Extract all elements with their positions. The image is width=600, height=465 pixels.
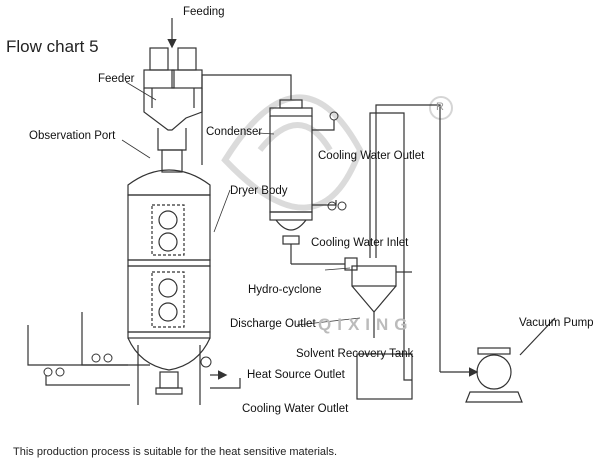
- label-cooling-water-inlet: Cooling Water Inlet: [311, 237, 409, 249]
- label-solvent-recovery-tank: Solvent Recovery Tank: [296, 348, 414, 360]
- label-heat-source-outlet: Heat Source Outlet: [247, 369, 345, 381]
- watermark-brand: QIXING: [318, 315, 414, 334]
- label-observation-port: Observation Port: [29, 130, 116, 142]
- piping: [27, 74, 556, 389]
- label-feeding: Feeding: [183, 6, 225, 18]
- leader-lines: [121, 81, 361, 326]
- label-hydro-cyclone: Hydro-cyclone: [248, 284, 322, 296]
- label-cooling-water-outlet-bottom: Cooling Water Outlet: [242, 403, 349, 415]
- label-discharge-outlet: Discharge Outlet: [230, 318, 316, 330]
- label-feeder: Feeder: [98, 73, 135, 85]
- label-dryer-body: Dryer Body: [230, 185, 288, 197]
- vacuum-pump: [440, 347, 523, 403]
- solvent-recovery-tank: [356, 353, 413, 400]
- label-condenser: Condenser: [206, 126, 263, 138]
- condenser: [269, 99, 313, 264]
- feeder-hoppers: [143, 47, 203, 173]
- chart-title: Flow chart 5: [6, 37, 99, 56]
- label-cooling-water-outlet-top: Cooling Water Outlet: [318, 150, 425, 162]
- gauges: [43, 111, 347, 377]
- label-vacuum-pump: Vacuum Pump: [519, 317, 594, 329]
- registered-mark: R: [436, 101, 444, 113]
- caption: This production process is suitable for …: [13, 446, 338, 458]
- dryer-body: [127, 169, 211, 405]
